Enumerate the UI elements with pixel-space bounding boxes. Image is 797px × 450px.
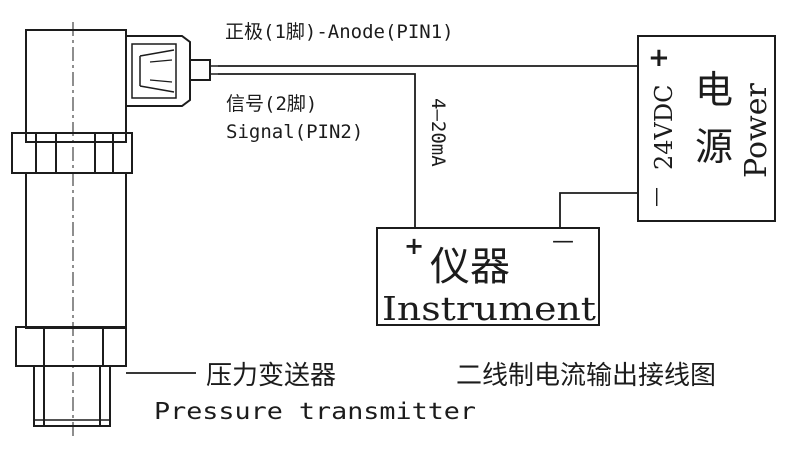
signal-label-en: Signal(PIN2) — [226, 121, 363, 143]
diagram-title: 二线制电流输出接线图 — [456, 361, 716, 391]
anode-label: 正极(1脚)-Anode(PIN1) — [225, 21, 454, 43]
transmitter-thread — [33, 365, 111, 427]
power-supply-box — [637, 35, 776, 222]
power-label-en: Power — [739, 83, 774, 178]
power-label-cn-2: 源 — [695, 125, 733, 169]
power-voltage: 24VDC — [650, 85, 678, 170]
instrument-plus-sign: + — [404, 232, 424, 260]
transmitter-upper-body — [25, 29, 127, 143]
power-minus-sign: — — [646, 187, 670, 207]
transmitter-label-cn: 压力变送器 — [206, 361, 336, 391]
pressure-transmitter-drawing — [11, 22, 133, 440]
signal-wire — [218, 73, 416, 228]
power-plus-sign: + — [648, 43, 670, 73]
return-wire — [559, 192, 638, 228]
instrument-label-cn: 仪器 — [430, 244, 510, 290]
transmitter-lower-body — [25, 172, 127, 329]
transmitter-label-en: Pressure transmitter — [154, 399, 476, 425]
transmitter-hex-nut — [15, 326, 127, 367]
current-label: 4—20mA — [427, 98, 449, 167]
instrument-label-en: Instrument — [382, 289, 596, 328]
wires — [218, 65, 638, 228]
cable-connector-drawing — [125, 35, 218, 107]
instrument-box — [376, 227, 600, 326]
signal-label-cn: 信号(2脚) — [226, 93, 317, 115]
instrument-minus-sign: — — [552, 229, 574, 254]
power-label-cn-1: 电 — [695, 68, 733, 112]
